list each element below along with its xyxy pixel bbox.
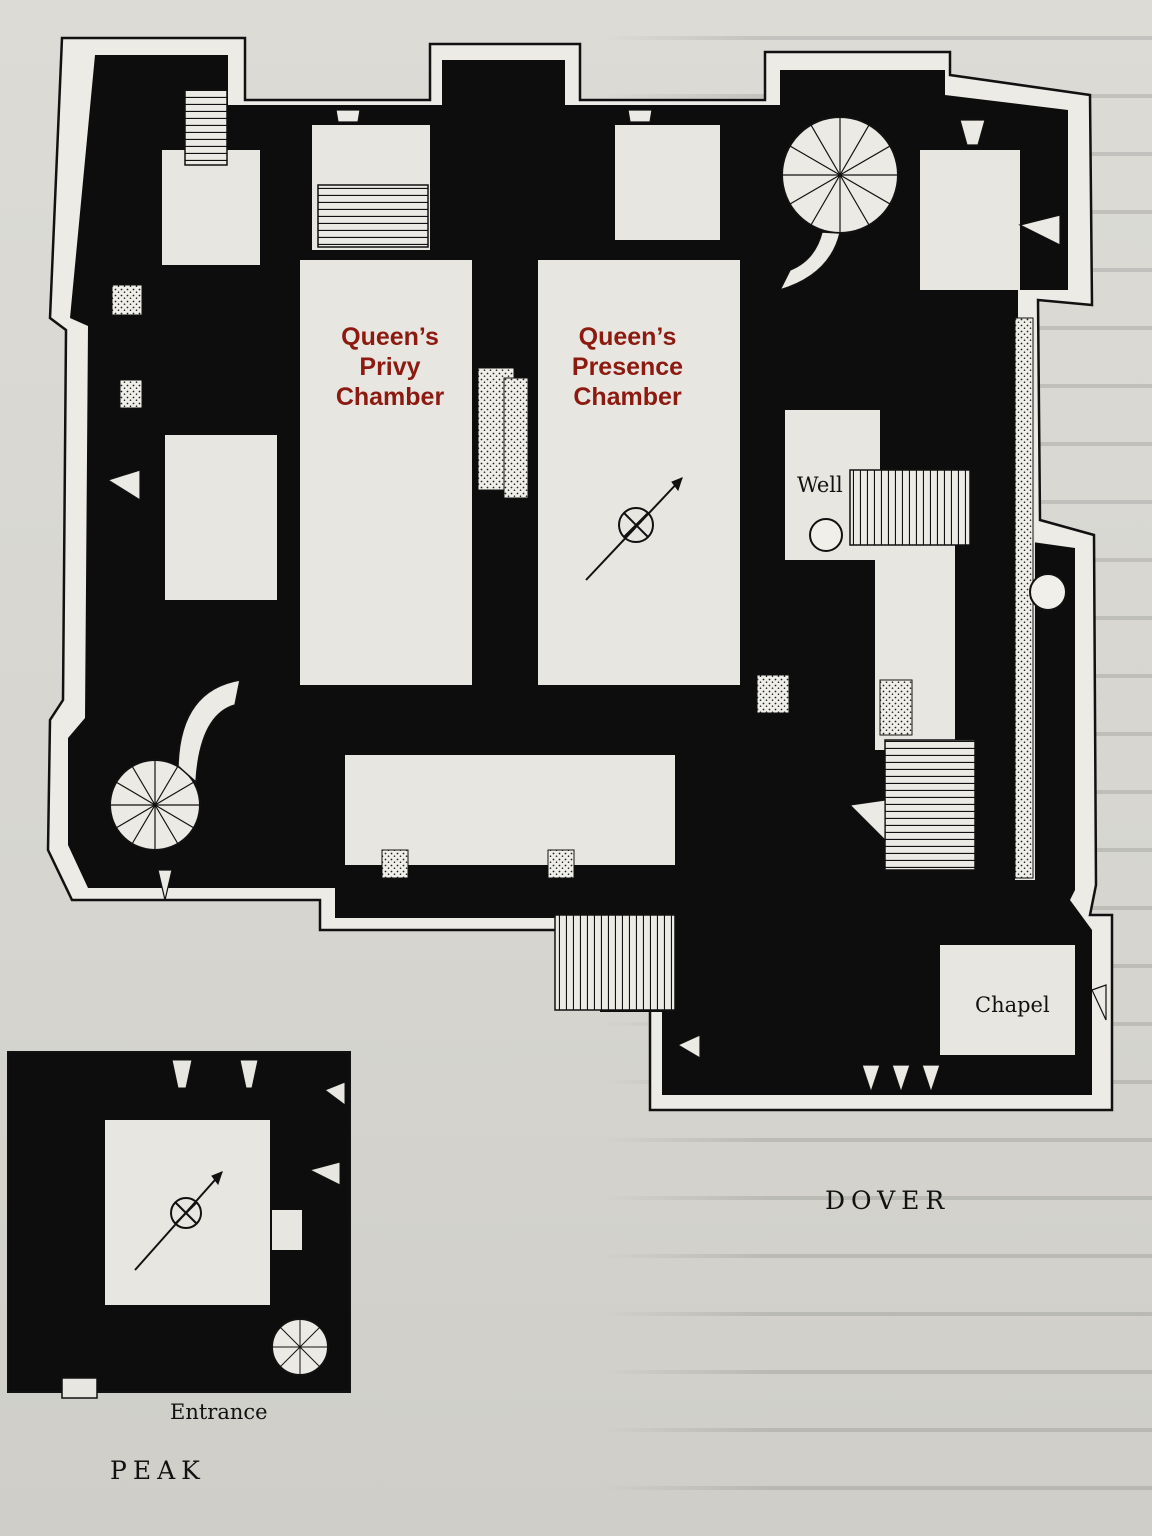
well-label: Well — [797, 473, 843, 497]
peak-plan — [7, 1051, 351, 1399]
stippled-walls — [111, 284, 1034, 879]
well-circle — [809, 518, 843, 552]
northeast-room — [920, 150, 1020, 290]
peak-side-room — [272, 1210, 302, 1250]
embrasures — [106, 109, 1107, 1094]
west-stair — [184, 89, 228, 166]
entrance-label: Entrance — [170, 1400, 268, 1424]
east-stair — [884, 739, 976, 871]
peak-north-arrow — [134, 1171, 223, 1271]
peak-embrasures — [171, 1059, 346, 1186]
north-mid-room — [615, 125, 720, 240]
well-stair — [849, 469, 971, 546]
chamber-divide-wall — [472, 285, 538, 745]
privy-chamber-room — [300, 260, 472, 685]
entrance-stair — [554, 914, 676, 1011]
north-stair — [317, 184, 429, 248]
sw-spiral-stair — [109, 679, 241, 851]
dover-plan — [46, 36, 1114, 1112]
dover-north-arrow — [585, 477, 683, 581]
peak-entrance-gap — [61, 1377, 98, 1399]
ne-spiral-stair — [778, 116, 899, 292]
east-turret-circle — [1029, 573, 1067, 611]
peak-spiral-stair — [271, 1318, 329, 1376]
south-room — [345, 755, 675, 865]
west-upper-room — [162, 150, 260, 265]
dover-caption: DOVER — [825, 1186, 951, 1215]
presence-chamber-room — [538, 260, 740, 685]
chapel-label: Chapel — [975, 993, 1050, 1017]
peak-caption: PEAK — [110, 1456, 206, 1485]
queens-presence-chamber-label: Queen’s Presence Chamber — [571, 323, 684, 411]
west-mid-room — [165, 435, 277, 600]
queens-privy-chamber-label: Queen’s Privy Chamber — [335, 323, 445, 411]
chapel-room — [940, 945, 1075, 1055]
